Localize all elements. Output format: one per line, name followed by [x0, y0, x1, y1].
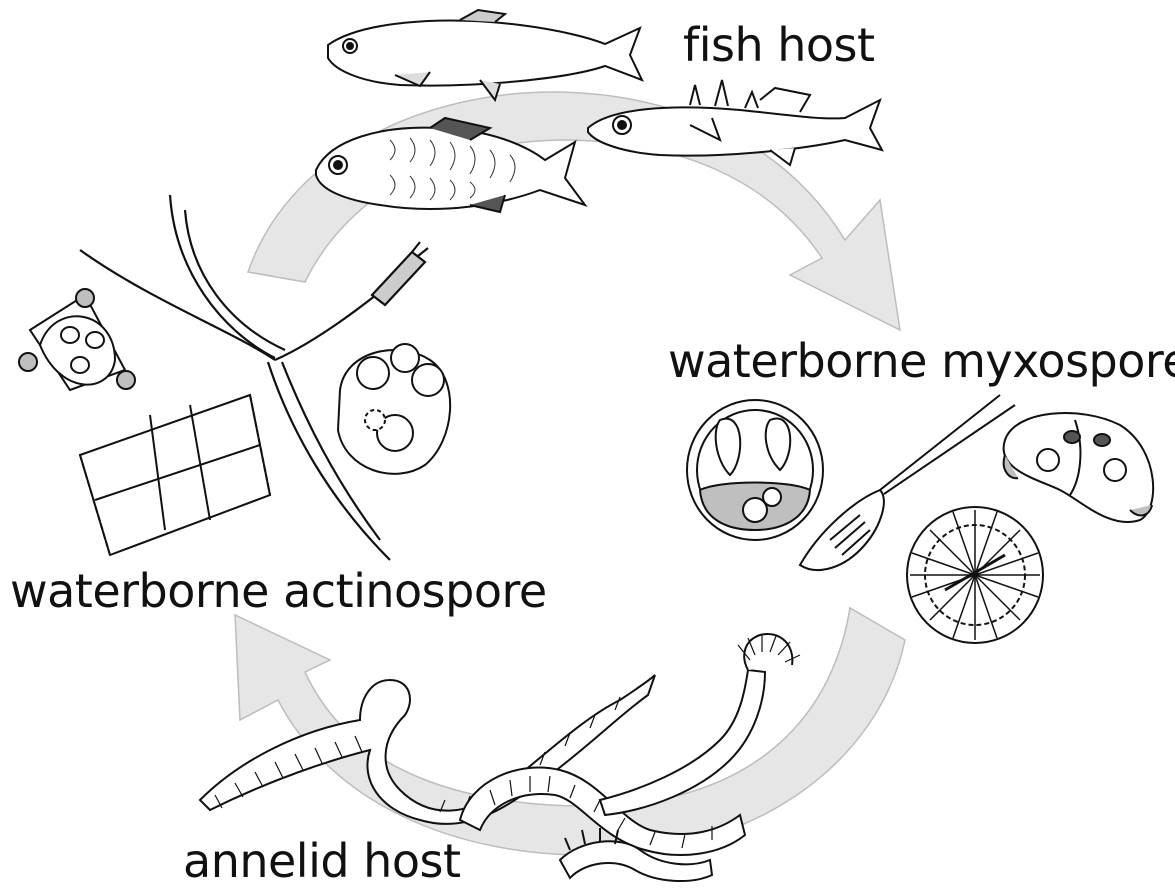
label-annelid-host: annelid host	[183, 838, 460, 884]
label-fish-host: fish host	[683, 22, 875, 68]
label-waterborne-myxospore: waterborne myxospore	[668, 338, 1175, 384]
label-waterborne-actinospore: waterborne actinospore	[10, 568, 547, 614]
